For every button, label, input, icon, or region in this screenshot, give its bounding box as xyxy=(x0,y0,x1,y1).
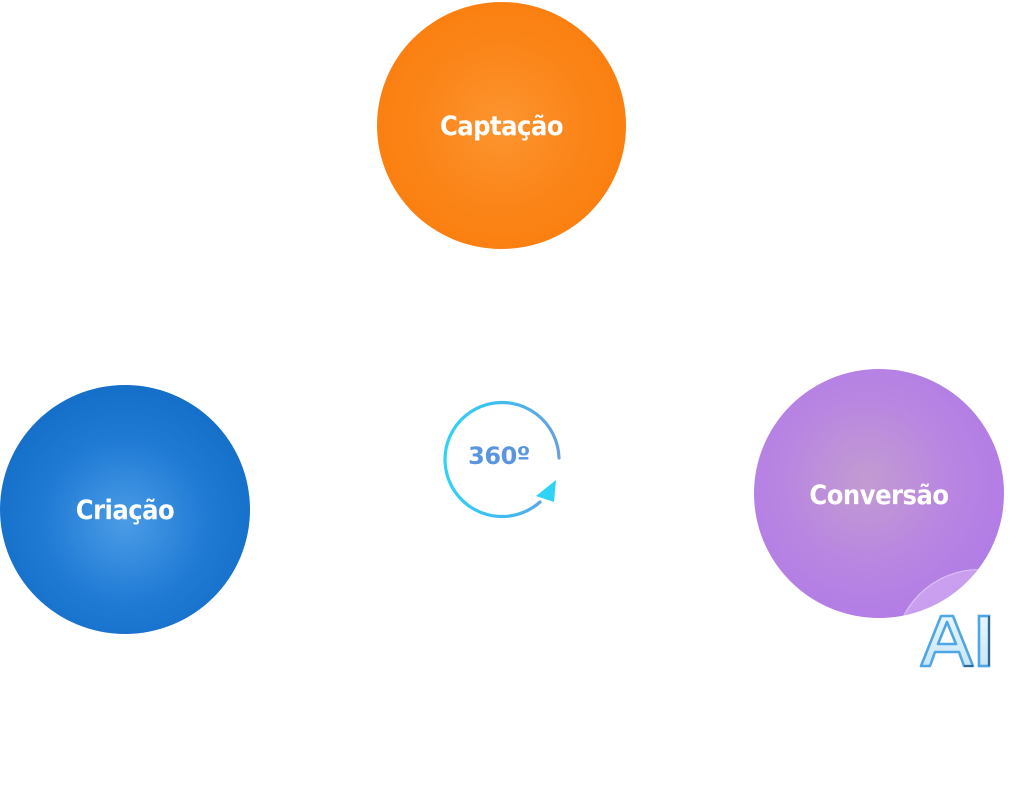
node-criacao: Criação xyxy=(0,385,250,634)
highlight-overlay xyxy=(894,569,1004,618)
node-label: Captação xyxy=(439,111,564,142)
center-label: 360º xyxy=(468,442,530,470)
center-360-badge: 360º xyxy=(440,398,564,522)
node-conversao: Conversão xyxy=(754,369,1004,618)
node-captacao: Captação xyxy=(377,2,626,249)
ai-logo-icon xyxy=(917,598,997,670)
node-label: Criação xyxy=(75,495,175,526)
node-label: Conversão xyxy=(809,480,949,511)
circular-arrow-icon xyxy=(443,400,561,519)
